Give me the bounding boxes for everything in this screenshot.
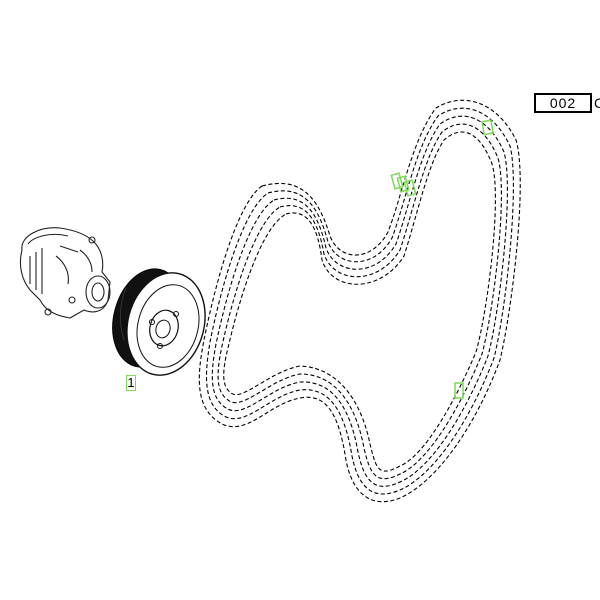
reference-number-box: 002 — [534, 93, 592, 113]
belt-rib-markers — [390, 119, 495, 399]
callout-1-label: 1 — [127, 375, 135, 390]
pulley[interactable] — [102, 261, 216, 384]
drive-belt[interactable] — [198, 99, 521, 503]
belt-marker-mid-3 — [403, 179, 417, 197]
belt-marker-mid-1 — [390, 172, 404, 190]
belt-marker-mid-2 — [396, 175, 410, 193]
belt-marker-lower — [454, 382, 464, 399]
reference-suffix: C — [594, 95, 600, 111]
callout-1[interactable]: 1 — [126, 375, 136, 391]
reference-number: 002 — [549, 95, 577, 111]
belt-marker-top — [481, 119, 495, 136]
water-pump[interactable] — [19, 227, 111, 319]
